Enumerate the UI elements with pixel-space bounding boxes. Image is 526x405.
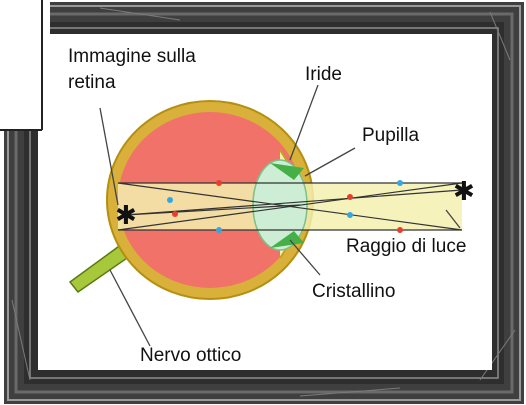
- label-retina-image-line2: retina: [68, 72, 116, 93]
- label-pupil: Pupilla: [362, 125, 419, 146]
- label-light-ray: Raggio di luce: [346, 236, 466, 257]
- label-retina-image-line1: Immagine sulla: [68, 46, 196, 67]
- asterisk-icon: ✱: [453, 177, 475, 207]
- label-optic-nerve: Nervo ottico: [140, 345, 241, 366]
- asterisk-icon: ✱: [115, 201, 137, 231]
- label-lens: Cristallino: [312, 281, 395, 302]
- label-iris: Iride: [305, 64, 342, 85]
